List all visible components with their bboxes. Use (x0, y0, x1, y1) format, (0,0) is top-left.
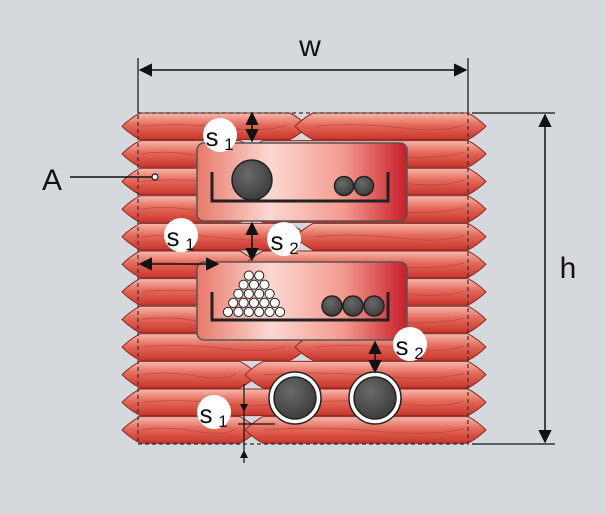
small-cable (333, 175, 355, 197)
thin-cable (233, 306, 244, 318)
s1-subscript: 1 (218, 412, 227, 431)
s2-subscript: 2 (414, 344, 423, 363)
pipe (273, 376, 317, 420)
thin-cable (254, 306, 265, 318)
thin-cable (259, 297, 270, 308)
thin-cable (254, 288, 265, 299)
s1-bottom-spacing: s 1 (197, 384, 275, 463)
thin-cable (274, 306, 286, 318)
pipe-penetrations (268, 371, 402, 425)
thin-cable (259, 279, 270, 290)
thin-cable (243, 306, 254, 318)
thin-cable (228, 297, 239, 308)
opening-boundary (137, 112, 469, 445)
s2-lower-spacing: s 2 (368, 327, 427, 374)
s1-subscript: 1 (185, 235, 194, 254)
thin-cable (222, 306, 234, 318)
thin-cable (233, 288, 244, 299)
s2-label: s (271, 226, 284, 256)
medium-cable (363, 295, 385, 317)
thin-cable (243, 270, 254, 281)
upper-cable-tray (196, 142, 408, 222)
thin-cable (264, 288, 275, 299)
s2-middle-spacing: s 2 (245, 221, 301, 262)
pipe (353, 376, 397, 420)
lower-cable-tray (196, 261, 408, 341)
thin-cable (243, 288, 254, 299)
thin-cable (269, 297, 280, 308)
width-dimension: w (137, 30, 469, 113)
s1-top-spacing: s 1 (203, 111, 259, 154)
s2-subscript: 2 (289, 239, 298, 258)
large-cable (231, 159, 273, 201)
s1-label: s (206, 122, 219, 152)
s1-label: s (167, 222, 180, 252)
area-marker: A (42, 164, 159, 197)
width-label: w (298, 30, 321, 63)
height-label: h (560, 252, 577, 285)
s1-subscript: 1 (224, 135, 233, 154)
cable-bundle (222, 270, 286, 318)
height-dimension: h (472, 112, 577, 445)
s1-label: s (200, 399, 213, 429)
medium-cable (321, 295, 343, 317)
thin-cable (248, 297, 260, 308)
s1-left-spacing: s 1 (138, 218, 220, 271)
small-cable (353, 175, 375, 197)
thin-cable (248, 279, 260, 290)
thin-cable (254, 270, 265, 281)
s2-label: s (396, 331, 409, 361)
thin-cable (264, 306, 275, 318)
area-label: A (42, 164, 62, 197)
thin-cable (238, 297, 249, 308)
thin-cable (238, 279, 249, 290)
medium-cable (342, 295, 364, 317)
